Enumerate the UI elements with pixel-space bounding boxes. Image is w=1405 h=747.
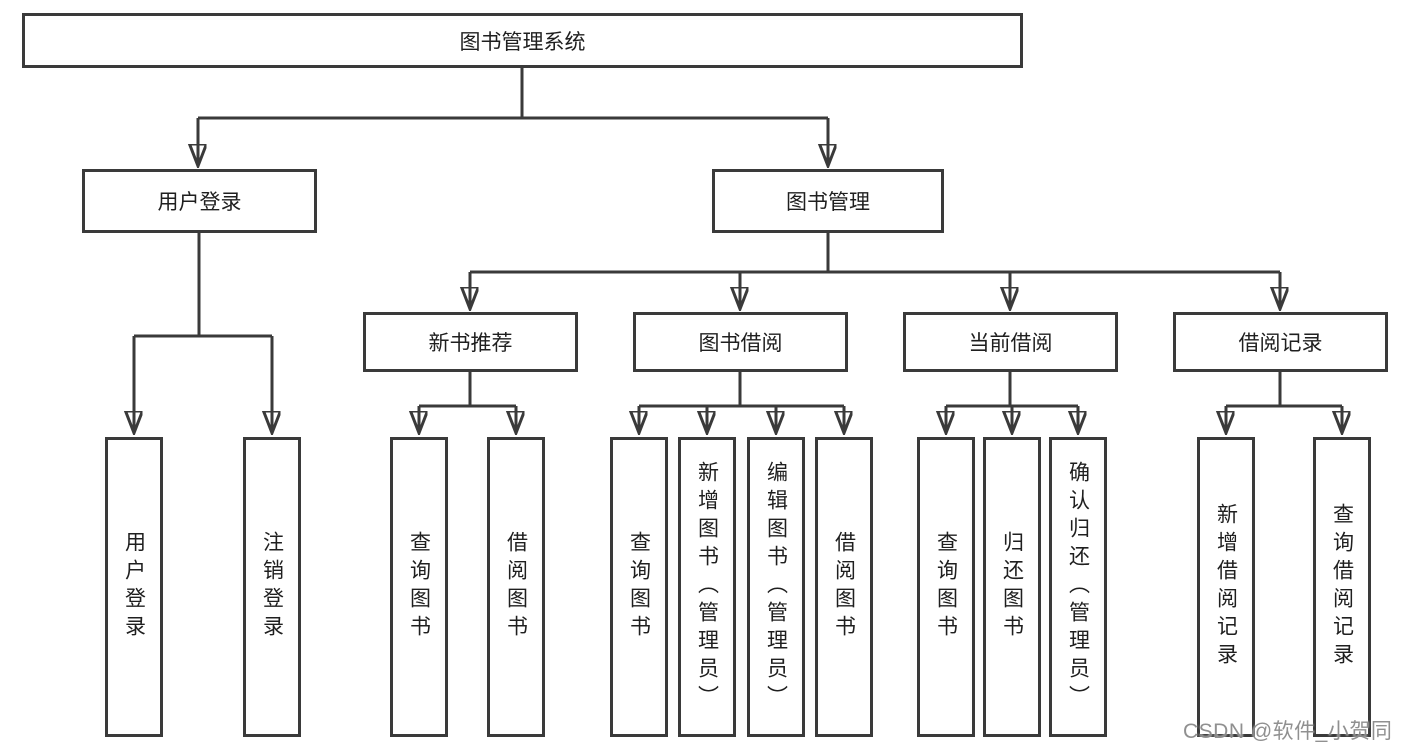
node-book-management: 图书管理 — [712, 169, 944, 233]
connector-current-borrow — [946, 372, 1078, 408]
leaf-query-books: 查询图书 — [390, 437, 448, 737]
leaf-query-books: 查询图书 — [610, 437, 668, 737]
leaf-return-books: 归还图书 — [983, 437, 1041, 737]
connector-user-login — [134, 233, 272, 338]
leaf-borrow-books: 借阅图书 — [815, 437, 873, 737]
leaf-query-books: 查询图书 — [917, 437, 975, 737]
node-new-book-recommend: 新书推荐 — [363, 312, 578, 372]
leaf-query-borrow-record: 查询借阅记录 — [1313, 437, 1371, 737]
node-book-borrow: 图书借阅 — [633, 312, 848, 372]
csdn-watermark: CSDN @软件_小贺同学 — [1183, 720, 1393, 743]
connector-book-borrow — [639, 372, 844, 408]
connector-new-books — [419, 372, 516, 408]
connector-book-mgmt — [470, 233, 1280, 274]
connector-root — [198, 68, 828, 120]
node-library-system: 图书管理系统 — [22, 13, 1023, 68]
node-current-borrow: 当前借阅 — [903, 312, 1118, 372]
leaf-logout: 注销登录 — [243, 437, 301, 737]
node-user-login: 用户登录 — [82, 169, 317, 233]
leaf-borrow-books: 借阅图书 — [487, 437, 545, 737]
leaf-add-borrow-record: 新增借阅记录 — [1197, 437, 1255, 737]
leaf-edit-books-admin: 编辑图书（管理员） — [747, 437, 805, 737]
leaf-user-login: 用户登录 — [105, 437, 163, 737]
connector-borrow-records — [1226, 372, 1342, 408]
node-borrow-records: 借阅记录 — [1173, 312, 1388, 372]
leaf-add-books-admin: 新增图书（管理员） — [678, 437, 736, 737]
leaf-confirm-return-admin: 确认归还（管理员） — [1049, 437, 1107, 737]
